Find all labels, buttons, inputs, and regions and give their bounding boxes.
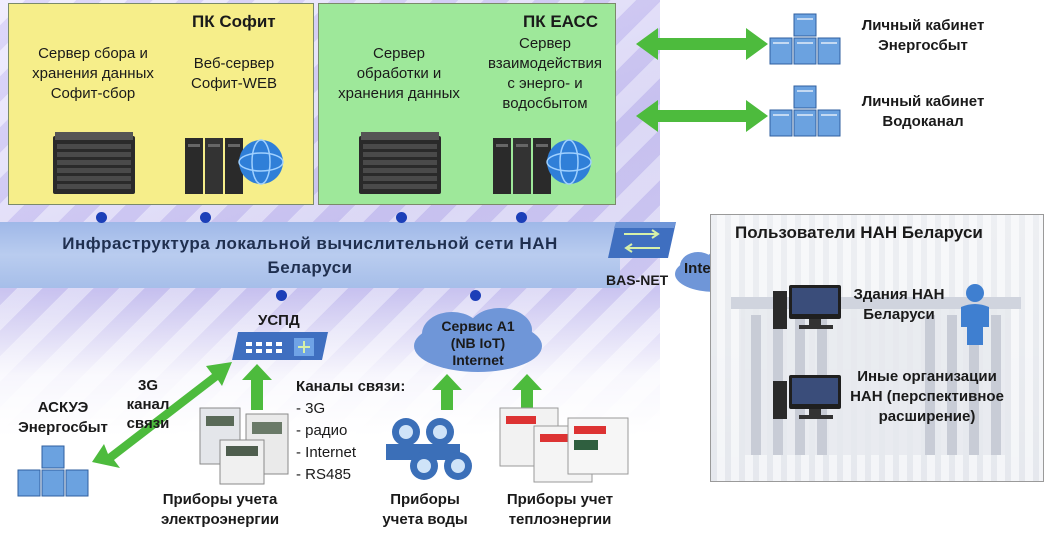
water-meters-icon <box>386 418 472 480</box>
label-line: Приборы <box>390 491 460 508</box>
label-line: Инфраструктура локальной вычислительной … <box>62 234 558 253</box>
heat-devices-label: Приборы учет теплоэнергии <box>490 490 630 530</box>
channel-item: - Internet <box>296 444 357 461</box>
cabinet-arrows <box>636 28 768 132</box>
label-line: Сервер сбора и <box>38 45 148 62</box>
uspd-label: УСПД <box>258 312 300 329</box>
electro-devices-label: Приборы учета электроэнергии <box>140 490 300 530</box>
label-line: расширение) <box>878 408 976 425</box>
label-line: НАН (перспективное <box>850 388 1004 405</box>
double-arrow-icon <box>636 100 768 132</box>
label-line: взаимодействия <box>487 55 603 72</box>
eass-processing-server-label: Сервер обработки и хранения данных <box>319 44 479 104</box>
cabinet-voda-label: Личный кабинет Водоканал <box>848 92 998 132</box>
up-arrow-icon <box>432 374 462 410</box>
web-server-globe-icon <box>185 138 284 194</box>
label-line: Здания НАН <box>853 286 945 303</box>
label-line: обработки и <box>356 65 442 82</box>
label-line: с энерго- и <box>507 75 583 92</box>
up-arrow-icon <box>512 374 542 410</box>
label-line: Приборы учета <box>162 491 278 508</box>
connection-dot <box>470 290 481 301</box>
connection-dot <box>396 212 407 223</box>
label-line: 3G <box>137 377 158 394</box>
label-line: Internet <box>452 352 504 368</box>
label-line: Личный кабинет <box>861 93 985 110</box>
other-orgs-label: Иные организации НАН (перспективное расш… <box>847 367 1007 427</box>
label-line: теплоэнергии <box>508 511 612 528</box>
lan-infrastructure-band <box>0 222 620 288</box>
sofit-web-server-label: Веб-сервер Софит-WEB <box>169 54 299 94</box>
channels-list: Каналы связи: - 3G - радио - Internet - … <box>296 376 405 486</box>
buildings-label: Здания НАН Беларуси <box>851 285 947 325</box>
label-line: Водоканал <box>882 113 964 130</box>
label-line: Личный кабинет <box>861 17 985 34</box>
eass-title: ПК ЕАСС <box>523 12 599 31</box>
computer-icon <box>773 375 841 419</box>
sofit-collect-server-label: Сервер сбора и хранения данных Софит-сбо… <box>13 44 173 104</box>
label-line: АСКУЭ <box>37 399 89 416</box>
connection-dot <box>200 212 211 223</box>
label-line: Сервис А1 <box>441 318 515 334</box>
web-server-globe-icon <box>493 138 592 194</box>
heat-meters-icon <box>499 407 629 483</box>
connection-dot <box>516 212 527 223</box>
double-arrow-icon <box>636 28 768 60</box>
lan-infrastructure-label: Инфраструктура локальной вычислительной … <box>10 232 610 280</box>
cabinet-energo-label: Личный кабинет Энергосбыт <box>848 16 998 56</box>
label-line: Сервер <box>518 35 571 52</box>
label-line: связи <box>126 415 170 432</box>
eass-interaction-server-label: Сервер взаимодействия с энерго- и водосб… <box>477 34 613 114</box>
label-line: (NB IoT) <box>450 335 506 351</box>
router-icon <box>608 222 676 258</box>
users-title: Пользователи НАН Беларуси <box>735 223 983 242</box>
cabinet-energo-servers-icon <box>769 13 841 65</box>
water-devices-label: Приборы учета воды <box>370 490 480 530</box>
up-arrow-icon <box>242 364 272 410</box>
askue-servers-icon <box>17 445 89 497</box>
server-rack-icon <box>53 132 135 194</box>
connection-dot <box>96 212 107 223</box>
person-icon <box>961 284 989 345</box>
channel-3g-label: 3G канал связи <box>118 376 178 433</box>
a1-cloud-icon <box>414 308 542 372</box>
label-line: Энергосбыт <box>18 419 108 436</box>
label-line: Приборы учет <box>506 491 614 508</box>
label-line: Беларуси <box>267 258 353 277</box>
server-rack-icon <box>359 132 441 194</box>
channel-item: - 3G <box>296 400 326 417</box>
askue-label: АСКУЭ Энергосбыт <box>8 398 118 438</box>
label-line: канал <box>126 396 170 413</box>
label-line: водосбытом <box>502 95 588 112</box>
channels-title: Каналы связи: <box>296 378 406 395</box>
label-line: Софит-сбор <box>50 85 136 102</box>
sofit-title: ПК Софит <box>192 12 276 31</box>
a1-service-label: Сервис А1 (NB IoT) Internet <box>420 318 536 369</box>
basnet-label: BAS-NET <box>606 272 669 288</box>
cabinet-voda-servers-icon <box>769 85 841 137</box>
label-line: Иные организации <box>857 368 997 385</box>
electricity-meters-icon <box>199 407 289 485</box>
label-line: Веб-сервер <box>193 55 275 72</box>
connection-dot <box>276 290 287 301</box>
label-line: Сервер <box>372 45 425 62</box>
channel-item: - радио <box>296 422 348 439</box>
label-line: Беларуси <box>863 306 935 323</box>
label-line: хранения данных <box>338 85 460 102</box>
users-panel: Пользователи НАН Беларуси Здания НАН Бел… <box>710 214 1044 482</box>
diagonal-double-arrow-icon <box>92 362 232 468</box>
sofit-panel: ПК Софит Сервер сбора и хранения данных … <box>8 3 314 205</box>
channel-item: - RS485 <box>296 466 352 483</box>
label-line: Энергосбыт <box>878 37 968 54</box>
label-line: электроэнергии <box>160 511 280 528</box>
uspd-switch-icon <box>232 332 328 360</box>
label-line: Софит-WEB <box>191 75 277 92</box>
eass-panel: ПК ЕАСС Сервер обработки и хранения данн… <box>318 3 616 205</box>
label-line: хранения данных <box>32 65 154 82</box>
computer-icon <box>773 285 841 329</box>
label-line: учета воды <box>382 511 468 528</box>
